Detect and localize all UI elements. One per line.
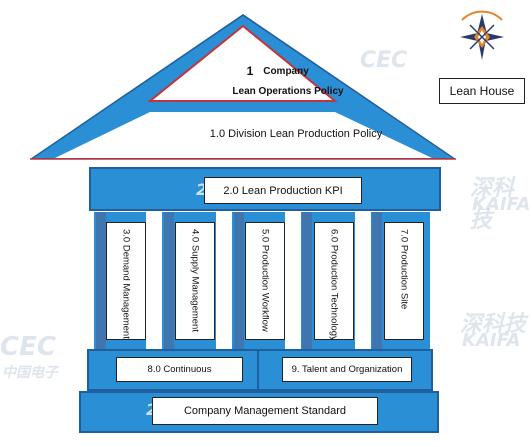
roof-peak: [147, 24, 338, 102]
pillar-production-site: 7.0 Production Site: [384, 222, 424, 340]
pillar-gap: [146, 212, 162, 352]
pillar-production-workflow: 5.0 Production Workflow: [245, 222, 285, 340]
pillar-shadow: [372, 212, 382, 352]
pillar-demand-management: 3.0 Demand Management: [106, 222, 146, 340]
pillar-gap: [285, 212, 301, 352]
pillar-shadow: [302, 212, 312, 352]
watermark-logo: 中国电子: [2, 365, 58, 381]
pillar-shadow: [234, 212, 244, 352]
roof-number: 1: [246, 64, 254, 78]
watermark-logo: 深科技: [460, 312, 527, 337]
compass-star-icon: [460, 10, 504, 60]
pillar-shadow: [164, 212, 174, 352]
watermark-logo: 深科技: [470, 176, 515, 233]
roof-lower-panel: [55, 112, 432, 158]
watermark-logo: KAIFA: [462, 330, 521, 351]
continuous-label: 8.0 Continuous: [116, 357, 243, 382]
watermark-logo: KAIFA: [472, 194, 531, 215]
legend-box: Lean House: [439, 78, 525, 104]
roof-subtitle: Lean Operations Policy: [232, 86, 344, 97]
base-number: 2: [146, 400, 157, 419]
pillar-gap: [355, 212, 371, 352]
pillar-supply-management: 4.0 Supply Management: [175, 222, 215, 340]
base-label: Company Management Standard: [152, 397, 378, 425]
pillar-production-technology: 6.0 Production Technology: [314, 222, 354, 340]
watermark-logo: CEC: [360, 48, 408, 73]
division-policy: 1.0 Division Lean Production Policy: [209, 128, 383, 140]
talent-label: 9. Talent and Organization: [282, 357, 412, 382]
pillar-shadow: [96, 212, 106, 352]
kpi-label: 2.0 Lean Production KPI: [204, 177, 362, 204]
roof-title: Company: [263, 66, 309, 77]
watermark-logo: CEC: [0, 332, 56, 362]
pillar-gap: [216, 212, 232, 352]
kpi-number: 2: [196, 180, 208, 199]
